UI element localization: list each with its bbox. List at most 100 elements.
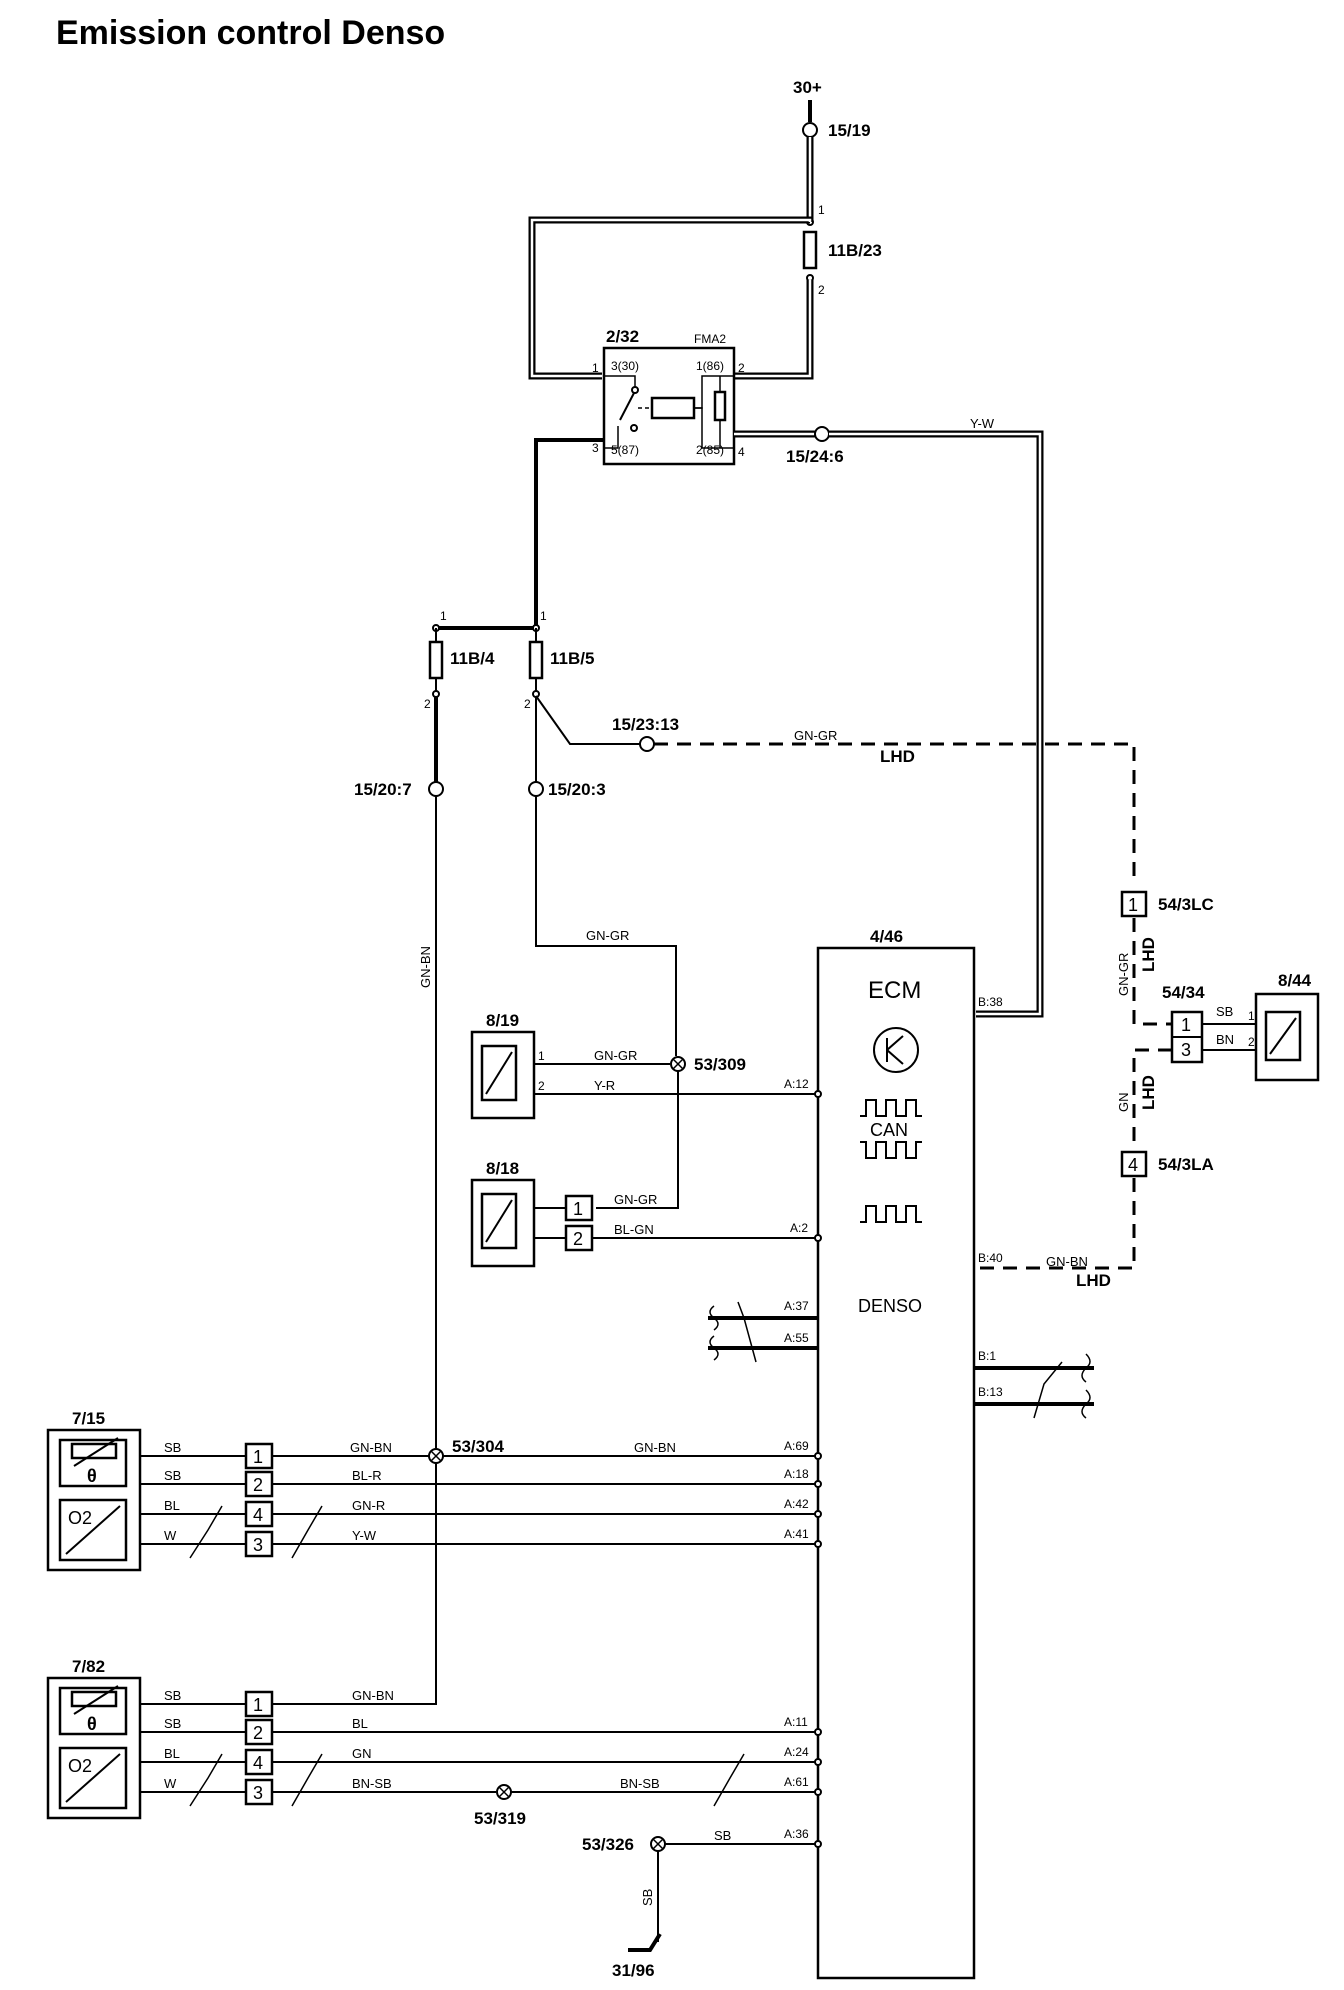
svg-text:3: 3 — [253, 1783, 263, 1803]
relay-2-32 — [602, 346, 736, 466]
splice-53-326-label: 53/326 — [582, 1835, 634, 1854]
svg-text:A:55: A:55 — [784, 1331, 809, 1345]
relay-id: 2/32 — [606, 327, 639, 346]
conn-7-82-pin1 — [244, 1690, 274, 1718]
ecm-name: ECM — [868, 977, 921, 1004]
svg-text:BN-SB: BN-SB — [620, 1776, 660, 1791]
component-8-18-label: 8/18 — [486, 1159, 519, 1178]
splice-15-20-7-label: 15/20:7 — [354, 780, 412, 799]
svg-text:4: 4 — [738, 445, 745, 459]
svg-text:θ: θ — [87, 1466, 97, 1486]
can-wave-icon-2 — [860, 1141, 922, 1159]
svg-text:1: 1 — [592, 361, 599, 375]
ground-label: 31/96 — [612, 1961, 655, 1980]
svg-text:GN: GN — [352, 1746, 372, 1761]
svg-text:BL: BL — [352, 1716, 368, 1731]
component-7-15-label: 7/15 — [72, 1409, 105, 1428]
splice-53-309-label: 53/309 — [694, 1055, 746, 1074]
svg-text:4: 4 — [253, 1753, 263, 1773]
svg-text:O2: O2 — [68, 1756, 92, 1776]
svg-text:A:41: A:41 — [784, 1527, 809, 1541]
svg-text:A:2: A:2 — [790, 1221, 808, 1235]
svg-text:2: 2 — [738, 361, 745, 375]
fuse-11b-4 — [428, 640, 444, 680]
svg-text:LHD: LHD — [880, 747, 915, 766]
svg-text:3: 3 — [592, 441, 599, 455]
component-8-44-label: 8/44 — [1278, 971, 1312, 990]
svg-text:4: 4 — [1128, 1155, 1138, 1175]
svg-text:A:18: A:18 — [784, 1467, 809, 1481]
svg-text:GN-GR: GN-GR — [1116, 953, 1131, 996]
conn-7-82-pin4 — [244, 1748, 274, 1776]
svg-text:GN: GN — [1116, 1093, 1131, 1113]
svg-text:SB: SB — [164, 1468, 181, 1483]
splice-53-319-label: 53/319 — [474, 1809, 526, 1828]
can-label: CAN — [870, 1120, 908, 1140]
svg-text:2: 2 — [818, 283, 825, 297]
svg-text:2: 2 — [253, 1475, 263, 1495]
svg-text:4: 4 — [253, 1505, 263, 1525]
svg-text:BL: BL — [164, 1498, 180, 1513]
svg-text:A:12: A:12 — [784, 1077, 809, 1091]
splice-15-24-6 — [814, 426, 830, 442]
fuse-11b-5 — [528, 640, 544, 680]
splice-15-20-3 — [528, 781, 544, 797]
splice-15-19-label: 15/19 — [828, 121, 871, 140]
svg-text:GN-BN: GN-BN — [1046, 1254, 1088, 1269]
connector-54-34-label: 54/34 — [1162, 983, 1205, 1002]
svg-text:A:69: A:69 — [784, 1439, 809, 1453]
conn-7-15-pin1 — [244, 1442, 274, 1470]
svg-text:1: 1 — [253, 1695, 263, 1715]
component-8-19-label: 8/19 — [486, 1011, 519, 1030]
svg-text:GN-GR: GN-GR — [614, 1192, 657, 1207]
svg-text:B:38: B:38 — [978, 995, 1003, 1009]
svg-text:2: 2 — [538, 1079, 545, 1093]
svg-text:A:37: A:37 — [784, 1299, 809, 1313]
pulse-wave-icon — [860, 1205, 922, 1223]
svg-text:1: 1 — [1248, 1009, 1255, 1023]
svg-text:2: 2 — [573, 1229, 583, 1249]
svg-text:1: 1 — [1181, 1015, 1191, 1035]
splice-53-304-label: 53/304 — [452, 1437, 505, 1456]
relay-name: FMA2 — [694, 332, 726, 346]
splice-15-20-3-label: 15/20:3 — [548, 780, 606, 799]
svg-text:3: 3 — [1181, 1040, 1191, 1060]
ground-icon — [628, 1932, 662, 1952]
svg-text:BL: BL — [164, 1746, 180, 1761]
svg-text:1: 1 — [573, 1199, 583, 1219]
svg-text:GN-BN: GN-BN — [634, 1440, 676, 1455]
svg-text:SB: SB — [640, 1889, 655, 1906]
svg-text:2: 2 — [524, 697, 531, 711]
svg-text:GN-BN: GN-BN — [418, 946, 433, 988]
connector-54-3lc — [1120, 890, 1148, 918]
svg-text:2: 2 — [424, 697, 431, 711]
svg-text:A:11: A:11 — [784, 1715, 808, 1729]
svg-text:BL-GN: BL-GN — [614, 1222, 654, 1237]
svg-text:O2: O2 — [68, 1508, 92, 1528]
svg-text:5(87): 5(87) — [611, 443, 639, 457]
connector-54-3la — [1120, 1150, 1148, 1178]
svg-text:Y-W: Y-W — [970, 416, 995, 431]
svg-text:BN-SB: BN-SB — [352, 1776, 392, 1791]
transistor-icon — [873, 1027, 919, 1073]
svg-text:θ: θ — [87, 1714, 97, 1734]
fuse-11b-23-label: 11B/23 — [828, 241, 882, 260]
diagram-title: Emission control Denso — [56, 14, 445, 52]
can-wave-icon — [860, 1099, 922, 1117]
svg-text:W: W — [164, 1776, 177, 1791]
svg-text:2: 2 — [1248, 1035, 1255, 1049]
svg-text:1: 1 — [1128, 895, 1138, 915]
svg-text:2: 2 — [253, 1723, 263, 1743]
svg-text:SB: SB — [164, 1440, 181, 1455]
connector-54-3lc-label: 54/3LC — [1158, 895, 1214, 914]
svg-text:1: 1 — [253, 1447, 263, 1467]
svg-text:BN: BN — [1216, 1032, 1234, 1047]
svg-text:A:36: A:36 — [784, 1827, 809, 1841]
svg-text:Y-R: Y-R — [594, 1078, 615, 1093]
svg-text:GN-R: GN-R — [352, 1498, 385, 1513]
splice-15-23-13 — [639, 736, 655, 752]
svg-text:LHD: LHD — [1139, 1075, 1158, 1110]
connector-54-3la-label: 54/3LA — [1158, 1155, 1214, 1174]
svg-text:GN-GR: GN-GR — [586, 928, 629, 943]
